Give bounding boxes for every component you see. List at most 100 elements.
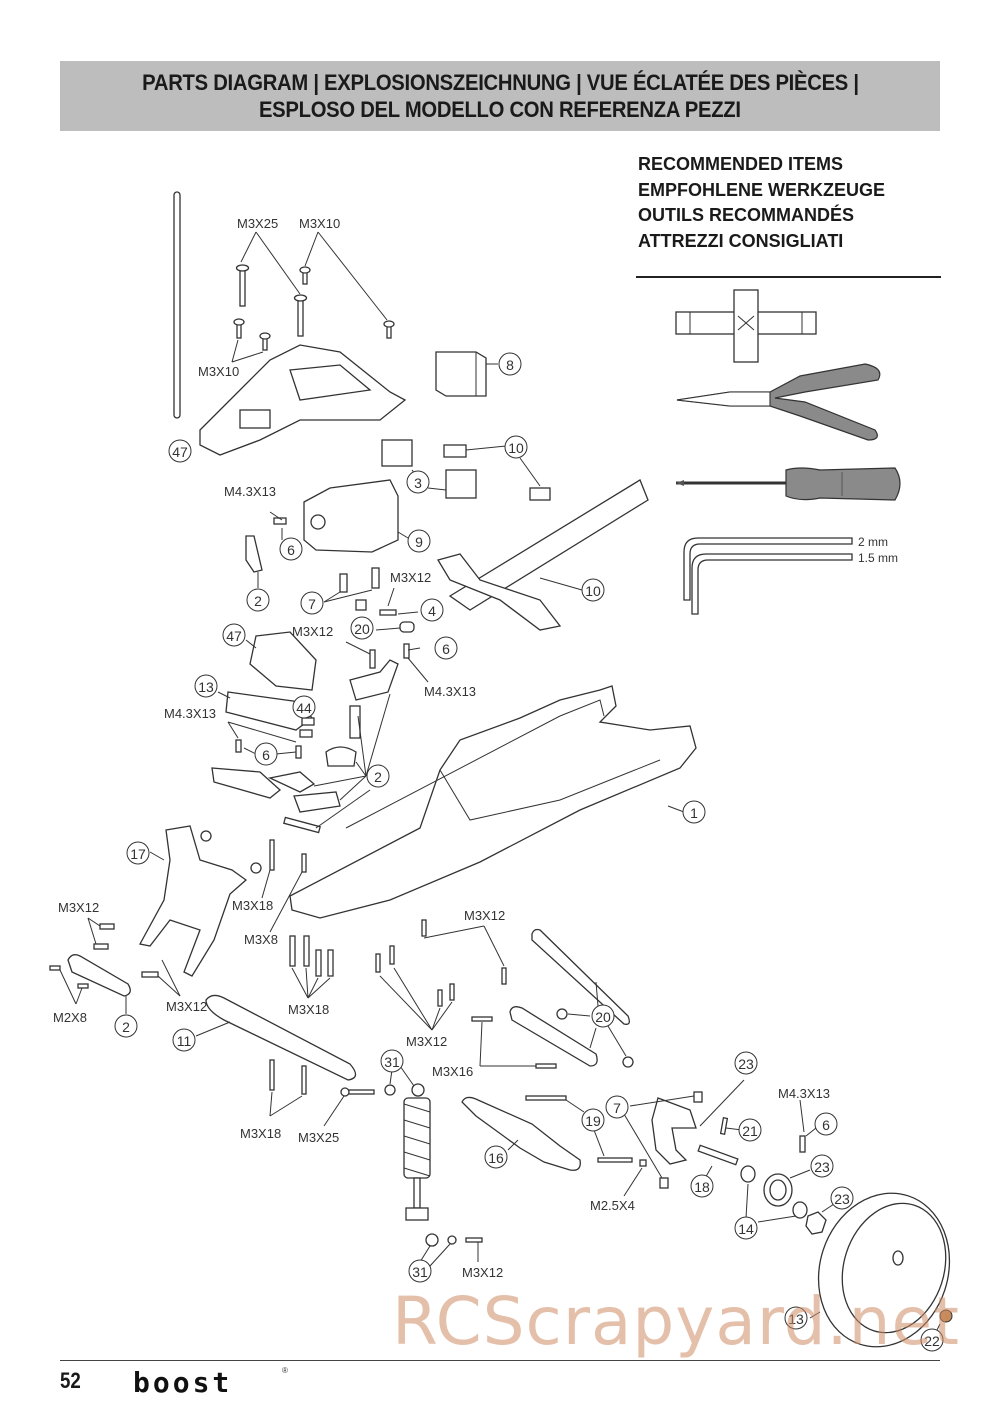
bumper-screws — [269, 1059, 375, 1097]
callout-circle — [407, 529, 431, 553]
callout-circle — [734, 1051, 758, 1075]
steering-links-part — [509, 928, 634, 1068]
callout-circle — [814, 1112, 838, 1136]
steering-knuckle-part — [639, 1091, 703, 1189]
page-header: PARTS DIAGRAM | EXPLOSIONSZEICHNUNG | VU… — [60, 61, 940, 131]
callout-circle — [172, 1028, 196, 1052]
callout-circle — [246, 588, 270, 612]
callout-6: 6 — [279, 537, 303, 561]
callout-circle — [194, 674, 218, 698]
callout-6: 6 — [814, 1112, 838, 1136]
callout-number: 23 — [738, 1056, 754, 1072]
callout-number: 14 — [738, 1221, 754, 1237]
callout-circle — [810, 1154, 834, 1178]
callout-number: 20 — [595, 1009, 611, 1025]
screw-label-m4-3x13-left: M4.3X13 — [164, 706, 216, 721]
callout-number: 7 — [613, 1100, 621, 1116]
callout-circle — [406, 470, 430, 494]
screw-label-m2x8: M2X8 — [53, 1010, 87, 1025]
steering-plate-part — [199, 344, 407, 456]
screw-label-m3x18-group: M3X18 — [288, 1002, 329, 1017]
brand-registered-mark: ® — [282, 1366, 288, 1375]
callout-circle — [784, 1306, 808, 1330]
tower-screws — [269, 839, 307, 873]
callout-number: 6 — [262, 747, 270, 763]
antenna-tube — [173, 191, 181, 419]
callout-23: 23 — [830, 1186, 854, 1210]
callout-number: 47 — [172, 444, 188, 460]
cross-wrench-icon — [675, 289, 817, 363]
callout-47: 47 — [222, 623, 246, 647]
recommended-items-heading: RECOMMENDED ITEMS EMPFOHLENE WERKZEUGE O… — [638, 152, 885, 254]
header-title-line-2: ESPLOSO DEL MODELLO CON REFERENZA PEZZI — [259, 97, 741, 122]
ball-studs-part — [339, 567, 415, 633]
main-chassis-part — [289, 685, 697, 919]
suspension-arm-part — [461, 1096, 581, 1171]
callout-10: 10 — [504, 435, 528, 459]
watermark-text: RCScrapyard.net — [392, 1283, 960, 1360]
callout-number: 21 — [742, 1123, 758, 1139]
callout-circle — [380, 1049, 404, 1073]
callout-47: 47 — [168, 439, 192, 463]
callout-circle — [254, 742, 278, 766]
callout-number: 47 — [226, 628, 242, 644]
callout-number: 31 — [412, 1264, 428, 1280]
hinge-pins-part — [525, 1095, 633, 1163]
callout-7: 7 — [300, 591, 324, 615]
front-bumper-part — [205, 994, 357, 1081]
callout-3: 3 — [406, 470, 430, 494]
front-link-part — [49, 923, 159, 997]
footer-divider — [60, 1360, 940, 1361]
screw-label-m4-3x13-mid: M4.3X13 — [424, 684, 476, 699]
callout-2: 2 — [246, 588, 270, 612]
callout-number: 2 — [122, 1019, 130, 1035]
receiver-part — [435, 351, 487, 397]
callout-circle — [366, 764, 390, 788]
callout-4: 4 — [420, 598, 444, 622]
callout-22: 22 — [920, 1328, 944, 1352]
callout-2: 2 — [366, 764, 390, 788]
callout-number: 6 — [822, 1117, 830, 1133]
screw-label-m4-3x13-servo: M4.3X13 — [224, 484, 276, 499]
servo-horn-part — [245, 517, 287, 573]
shock-tower-part — [139, 825, 262, 977]
callout-circle — [920, 1328, 944, 1352]
callout-circle — [168, 439, 192, 463]
callout-circle — [734, 1216, 758, 1240]
callout-number: 8 — [506, 357, 514, 373]
callout-circle — [682, 800, 706, 824]
recommended-divider — [636, 276, 941, 278]
callout-number: 23 — [814, 1159, 830, 1175]
callout-number: 20 — [354, 621, 370, 637]
axle-part — [697, 1144, 739, 1166]
callout-circle — [690, 1174, 714, 1198]
screw-set-top — [233, 264, 395, 351]
servo-part — [303, 479, 399, 553]
callout-circle — [830, 1186, 854, 1210]
callout-circle — [114, 1014, 138, 1038]
callout-number: 13 — [788, 1311, 804, 1327]
screw-label-m2-5x4: M2.5X4 — [590, 1198, 635, 1213]
callout-number: 2 — [374, 769, 382, 785]
screw-label-m3x12-center-top: M3X12 — [464, 908, 505, 923]
screw-label-m3x12-center-group: M3X12 — [406, 1034, 447, 1049]
hex-keys-icon — [683, 537, 853, 615]
callout-circle — [504, 435, 528, 459]
callout-number: 17 — [130, 846, 146, 862]
callout-number: 3 — [414, 475, 422, 491]
callout-circle — [300, 591, 324, 615]
callout-circle — [408, 1259, 432, 1283]
screw-label-m3x12-mid: M3X12 — [292, 624, 333, 639]
recommended-title-fr: OUTILS RECOMMANDÉS — [638, 205, 854, 225]
center-screw-set — [375, 919, 557, 1069]
callout-11: 11 — [172, 1028, 196, 1052]
screw-label-m3x12-shock: M3X12 — [462, 1265, 503, 1280]
callout-circle — [581, 578, 605, 602]
callout-21: 21 — [738, 1118, 762, 1142]
screw-label-m3x25: M3X25 — [237, 216, 278, 231]
callout-number: 23 — [834, 1191, 850, 1207]
callout-number: 11 — [177, 1033, 192, 1049]
callout-circle — [126, 841, 150, 865]
servo-saver-blocks — [381, 439, 551, 501]
